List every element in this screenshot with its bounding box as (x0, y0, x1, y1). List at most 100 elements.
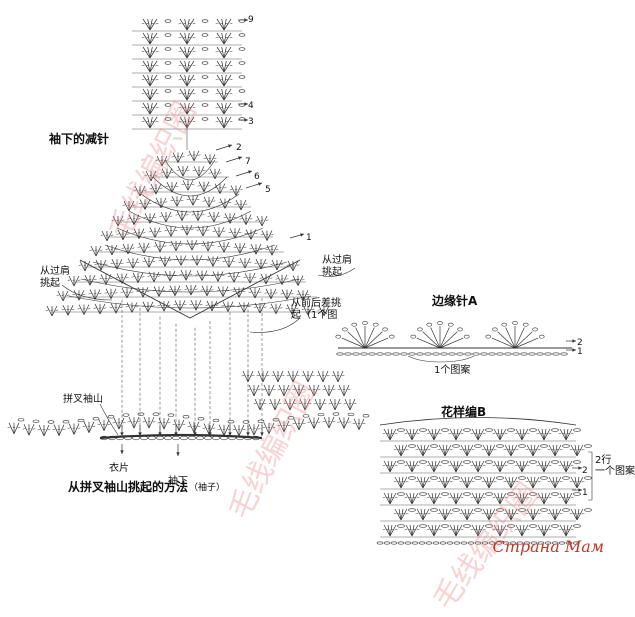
double-crochet (142, 287, 149, 298)
double-crochet (123, 200, 130, 212)
row-number: 2 (582, 466, 588, 476)
chain-stitch (584, 476, 592, 480)
stitch-bar (347, 421, 351, 423)
double-crochet (28, 424, 35, 436)
stitch-bar (181, 169, 185, 171)
double-crochet (471, 428, 479, 441)
stitch-bar (110, 248, 114, 250)
stitch-bar (12, 426, 16, 428)
stitch-bar (419, 481, 423, 483)
double-crochet (563, 428, 567, 441)
stitch-bar (522, 497, 526, 499)
chain-stitch (551, 492, 559, 496)
double-crochet (149, 116, 153, 129)
double-crochet (281, 274, 288, 285)
stitch-bar (154, 187, 158, 189)
double-crochet (221, 32, 225, 45)
stitch-bar (141, 37, 145, 39)
double-crochet (186, 88, 190, 101)
double-crochet (499, 524, 507, 537)
double-crochet (234, 243, 241, 254)
stitch-bar (180, 199, 184, 202)
stitch-bar (301, 293, 305, 296)
chain-stitch (488, 352, 496, 356)
stitch-bar (259, 262, 263, 264)
stitch-bar (175, 185, 179, 187)
stitch-bar (221, 305, 225, 307)
stitch-bar (93, 307, 97, 309)
double-crochet (216, 74, 225, 87)
stitch-bar (281, 375, 285, 377)
stitch-bar (397, 481, 401, 483)
stitch-bar (269, 292, 273, 294)
double-crochet (334, 398, 341, 411)
stitch-bar (132, 232, 136, 234)
double-crochet (486, 508, 490, 521)
double-crochet (126, 287, 133, 299)
double-crochet (254, 398, 261, 411)
double-crochet (344, 398, 351, 411)
stitch-bar (263, 403, 267, 405)
stitch-bar (97, 423, 101, 425)
double-crochet (409, 524, 413, 537)
chain-stitch (463, 492, 471, 496)
label-underarm: 袖下 (168, 476, 188, 487)
chain-stitch (552, 352, 560, 356)
chain-stitch (390, 541, 398, 545)
double-crochet (554, 444, 562, 457)
stitch-bar (178, 23, 182, 25)
stitch-bar (116, 219, 120, 221)
stitch-bar (500, 465, 504, 467)
stitch-bar (322, 309, 326, 311)
yoke-diagonal (116, 227, 264, 245)
stitch-bar (183, 65, 187, 67)
double-crochet (442, 476, 446, 489)
chain-stitch (302, 414, 310, 418)
stitch-bar (459, 481, 463, 483)
stitch-bar (187, 154, 191, 156)
double-crochet (559, 492, 567, 505)
double-crochet (187, 195, 194, 206)
stitch-bar (187, 93, 191, 95)
label-edging-a: 边缘针A (432, 294, 478, 308)
double-crochet (477, 524, 485, 537)
stitch-bar (514, 433, 518, 435)
stitch-bar (559, 513, 563, 515)
stitch-bar (215, 37, 219, 39)
stitch-bar (121, 219, 125, 221)
double-crochet (559, 524, 567, 537)
stitch-bar (438, 529, 442, 531)
chain-stitch (164, 103, 172, 107)
double-crochet (284, 398, 291, 411)
double-crochet (272, 370, 279, 383)
stitch-bar (522, 529, 526, 531)
stitch-bar (174, 244, 178, 246)
chain-stitch (397, 428, 405, 432)
double-crochet (128, 200, 135, 212)
stitch-bar (526, 529, 530, 531)
double-crochet (554, 444, 558, 457)
double-crochet (223, 102, 232, 115)
double-crochet (179, 300, 186, 311)
stitch-bar (264, 262, 268, 264)
stitch-bar (142, 232, 146, 234)
double-crochet (208, 211, 215, 223)
stitch-bar (415, 513, 419, 515)
double-crochet (422, 508, 430, 521)
double-crochet (186, 18, 195, 31)
stitch-bar (337, 421, 341, 423)
double-crochet (196, 255, 203, 266)
double-crochet (283, 384, 290, 397)
stitch-bar (142, 246, 146, 248)
double-crochet (455, 524, 463, 537)
double-crochet (212, 271, 219, 282)
double-crochet (297, 290, 304, 301)
stitch-bar (152, 275, 156, 277)
double-crochet (444, 508, 448, 521)
chain-stitch (17, 418, 25, 422)
picot (485, 334, 492, 339)
stitch-bar (175, 199, 179, 202)
label-pattern-b-repeat: 2行 一个图案 (595, 455, 635, 477)
double-crochet (464, 476, 468, 489)
double-crochet (239, 257, 246, 269)
